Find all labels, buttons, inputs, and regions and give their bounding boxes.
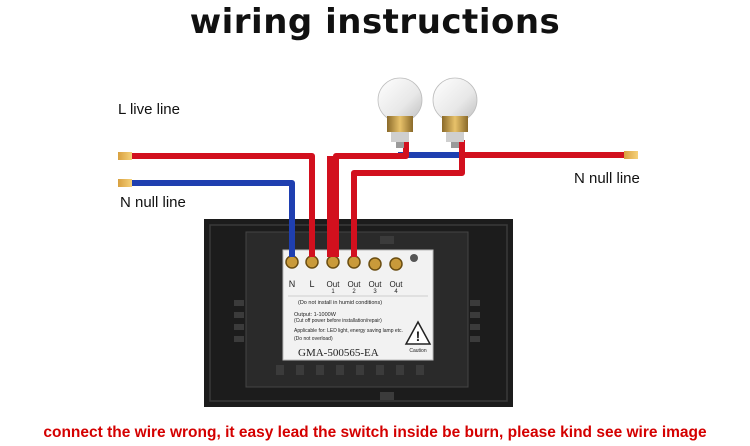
terminal-label-n: N	[289, 279, 296, 289]
module-model: GMA-500565-EA	[298, 347, 379, 359]
module-note: (Do not install in humid conditions)	[298, 300, 382, 306]
terminal-screws	[285, 255, 403, 271]
bulb-2	[432, 77, 478, 148]
terminal-label-l: L	[309, 279, 314, 289]
terminal-label-part: Out	[348, 280, 362, 289]
warning-text: connect the wire wrong, it easy lead the…	[43, 424, 707, 441]
terminal-label-part: 4	[394, 289, 398, 295]
live-wires	[130, 140, 628, 257]
terminal-label-part: 1	[331, 289, 335, 295]
caution-icon: !	[404, 320, 432, 345]
null-line-label-right: N null line	[574, 170, 640, 187]
terminal-label-part: Out	[369, 280, 383, 289]
module-output-sub: (Cut off power before installation/repai…	[294, 318, 382, 324]
bulb-1	[377, 77, 423, 148]
svg-text:!: !	[416, 328, 421, 344]
terminal-label-part: L	[309, 279, 314, 289]
wire-ends	[118, 151, 638, 187]
null-line-label-left: N null line	[120, 194, 186, 211]
terminal-label-part: Out	[390, 280, 404, 289]
live-line-label: L live line	[118, 101, 180, 118]
terminal-label-part: 2	[352, 289, 356, 295]
module-output-title: Output: 1-1000W	[294, 312, 337, 318]
page-title: wiring instructions	[189, 2, 561, 42]
module-applicable: Applicable for: LED light, energy saving…	[294, 328, 403, 334]
switch-module: !	[282, 249, 434, 361]
module-overload: (Do not overload)	[294, 336, 333, 342]
terminal-label-part: N	[289, 279, 296, 289]
module-caution: Caution	[409, 348, 426, 354]
terminal-label-part: Out	[327, 280, 341, 289]
terminal-label-part: 3	[373, 289, 377, 295]
